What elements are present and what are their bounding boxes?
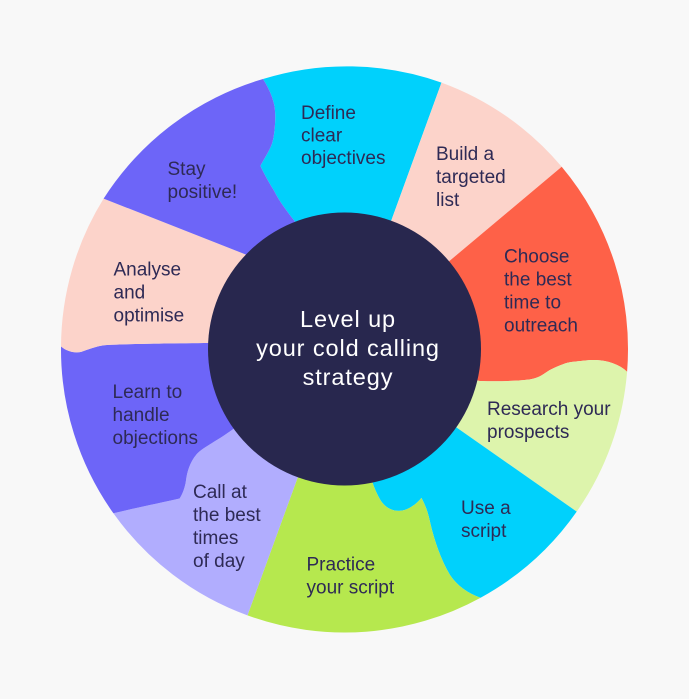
svg-text:Practice: Practice [307,555,376,576]
svg-text:your script: your script [307,578,395,599]
svg-text:and: and [114,283,146,304]
svg-text:times: times [193,528,238,549]
svg-text:targeted: targeted [436,167,506,188]
svg-text:objectives: objectives [301,148,386,169]
svg-text:time to: time to [504,293,561,314]
svg-text:optimise: optimise [114,306,185,327]
svg-text:the best: the best [504,270,572,291]
svg-text:your cold calling: your cold calling [256,335,440,361]
svg-text:Call at: Call at [193,482,248,503]
svg-text:clear: clear [301,126,343,147]
svg-text:Learn to: Learn to [113,382,183,403]
svg-text:Choose: Choose [504,247,570,268]
svg-text:Analyse: Analyse [114,260,182,281]
svg-text:Use a: Use a [461,498,511,519]
svg-text:handle: handle [113,405,170,426]
svg-text:positive!: positive! [168,182,238,203]
svg-text:the best: the best [193,505,261,526]
svg-text:list: list [436,190,460,211]
svg-text:outreach: outreach [504,316,578,337]
svg-text:of day: of day [193,551,245,572]
svg-text:objections: objections [113,428,199,449]
svg-text:Build a: Build a [436,144,495,165]
svg-text:Define: Define [301,103,356,124]
svg-text:Stay: Stay [168,159,207,180]
svg-text:script: script [461,521,507,542]
svg-text:Level up: Level up [300,306,396,332]
svg-text:prospects: prospects [487,422,569,443]
svg-text:Research your: Research your [487,399,611,420]
svg-text:strategy: strategy [303,364,394,390]
